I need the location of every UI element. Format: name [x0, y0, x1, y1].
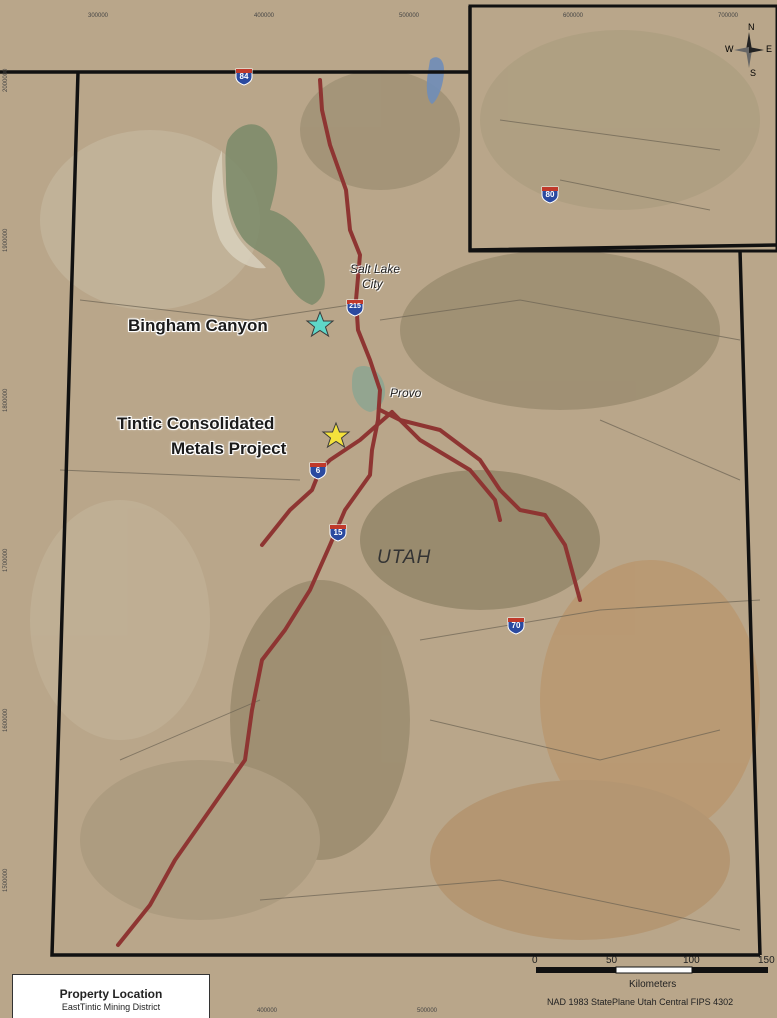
tick-left-2: 1900000: [3, 228, 9, 252]
us6-label: 6: [315, 466, 321, 475]
tintic-label-line1: Tintic Consolidated: [117, 414, 275, 433]
bingham-canyon-star: [305, 310, 335, 338]
tick-left-4: 1700000: [3, 548, 9, 572]
i84-shield-icon: 84: [234, 66, 254, 86]
scale-tick-150: 150: [758, 955, 775, 966]
south-label: S: [750, 68, 757, 78]
map-title-box: Property Location EastTintic Mining Dist…: [12, 974, 210, 1018]
i15-label: 15: [333, 528, 343, 537]
tick-left-5: 1600000: [3, 708, 9, 732]
tintic-project-star: [321, 421, 351, 449]
i215-shield-icon: 215: [345, 297, 365, 317]
state-boundaries: [0, 6, 777, 957]
minor-roads: [59, 119, 761, 931]
i70-shield-icon: 70: [506, 615, 526, 635]
bingham-canyon-label: Bingham Canyon: [128, 316, 268, 335]
utah-boundary: [0, 6, 777, 957]
scale-tick-100: 100: [683, 955, 700, 966]
west-label: W: [725, 44, 734, 54]
tick-top-5: 700000: [718, 13, 739, 19]
scale-tick-0: 0: [532, 955, 538, 966]
scale-bar: [536, 966, 768, 974]
tick-top-4: 600000: [563, 13, 584, 19]
i215-label: 215: [349, 303, 361, 310]
i80-label: 80: [545, 190, 555, 199]
map-title: Property Location: [59, 987, 163, 1001]
salt-flats: [211, 150, 266, 269]
tick-top-2: 400000: [254, 13, 275, 19]
tick-bottom-2: 500000: [417, 1008, 438, 1014]
inset-frame: [468, 4, 777, 253]
map-subtitle: EastTintic Mining District: [61, 1002, 161, 1012]
i80-shield-icon: 80: [540, 184, 560, 204]
provo-label: Provo: [390, 386, 422, 400]
i70-label: 70: [511, 621, 521, 630]
bear-lake: [426, 57, 444, 104]
scale-tick-50: 50: [606, 955, 618, 966]
tick-left-1: 2000000: [3, 68, 9, 92]
tick-left-6: 1500000: [3, 868, 9, 892]
tick-bottom-1: 400000: [257, 1008, 278, 1014]
tick-left-3: 1800000: [3, 388, 9, 412]
highway-i70: [378, 408, 582, 602]
east-label: E: [766, 44, 773, 54]
salt-lake-city-label-line1: Salt Lake: [350, 262, 401, 276]
terrain-texture: [30, 30, 760, 940]
projection-label: NAD 1983 StatePlane Utah Central FIPS 43…: [547, 997, 734, 1007]
highway-i15: [116, 78, 382, 947]
i84-label: 84: [239, 72, 249, 81]
highway-branch: [390, 410, 502, 522]
us6-shield-icon: 6: [308, 460, 328, 480]
north-arrow-icon: N W E S: [722, 22, 772, 82]
tick-top-3: 500000: [399, 13, 420, 19]
salt-lake-city-label-line2: City: [362, 277, 383, 291]
north-label: N: [748, 22, 755, 32]
tintic-label-line2: Metals Project: [171, 439, 287, 458]
great-salt-lake: [225, 124, 325, 305]
scale-unit-label: Kilometers: [629, 979, 677, 990]
i15-shield-icon: 15: [328, 522, 348, 542]
tick-top-1: 300000: [88, 13, 109, 19]
state-label-utah: UTAH: [377, 547, 432, 568]
